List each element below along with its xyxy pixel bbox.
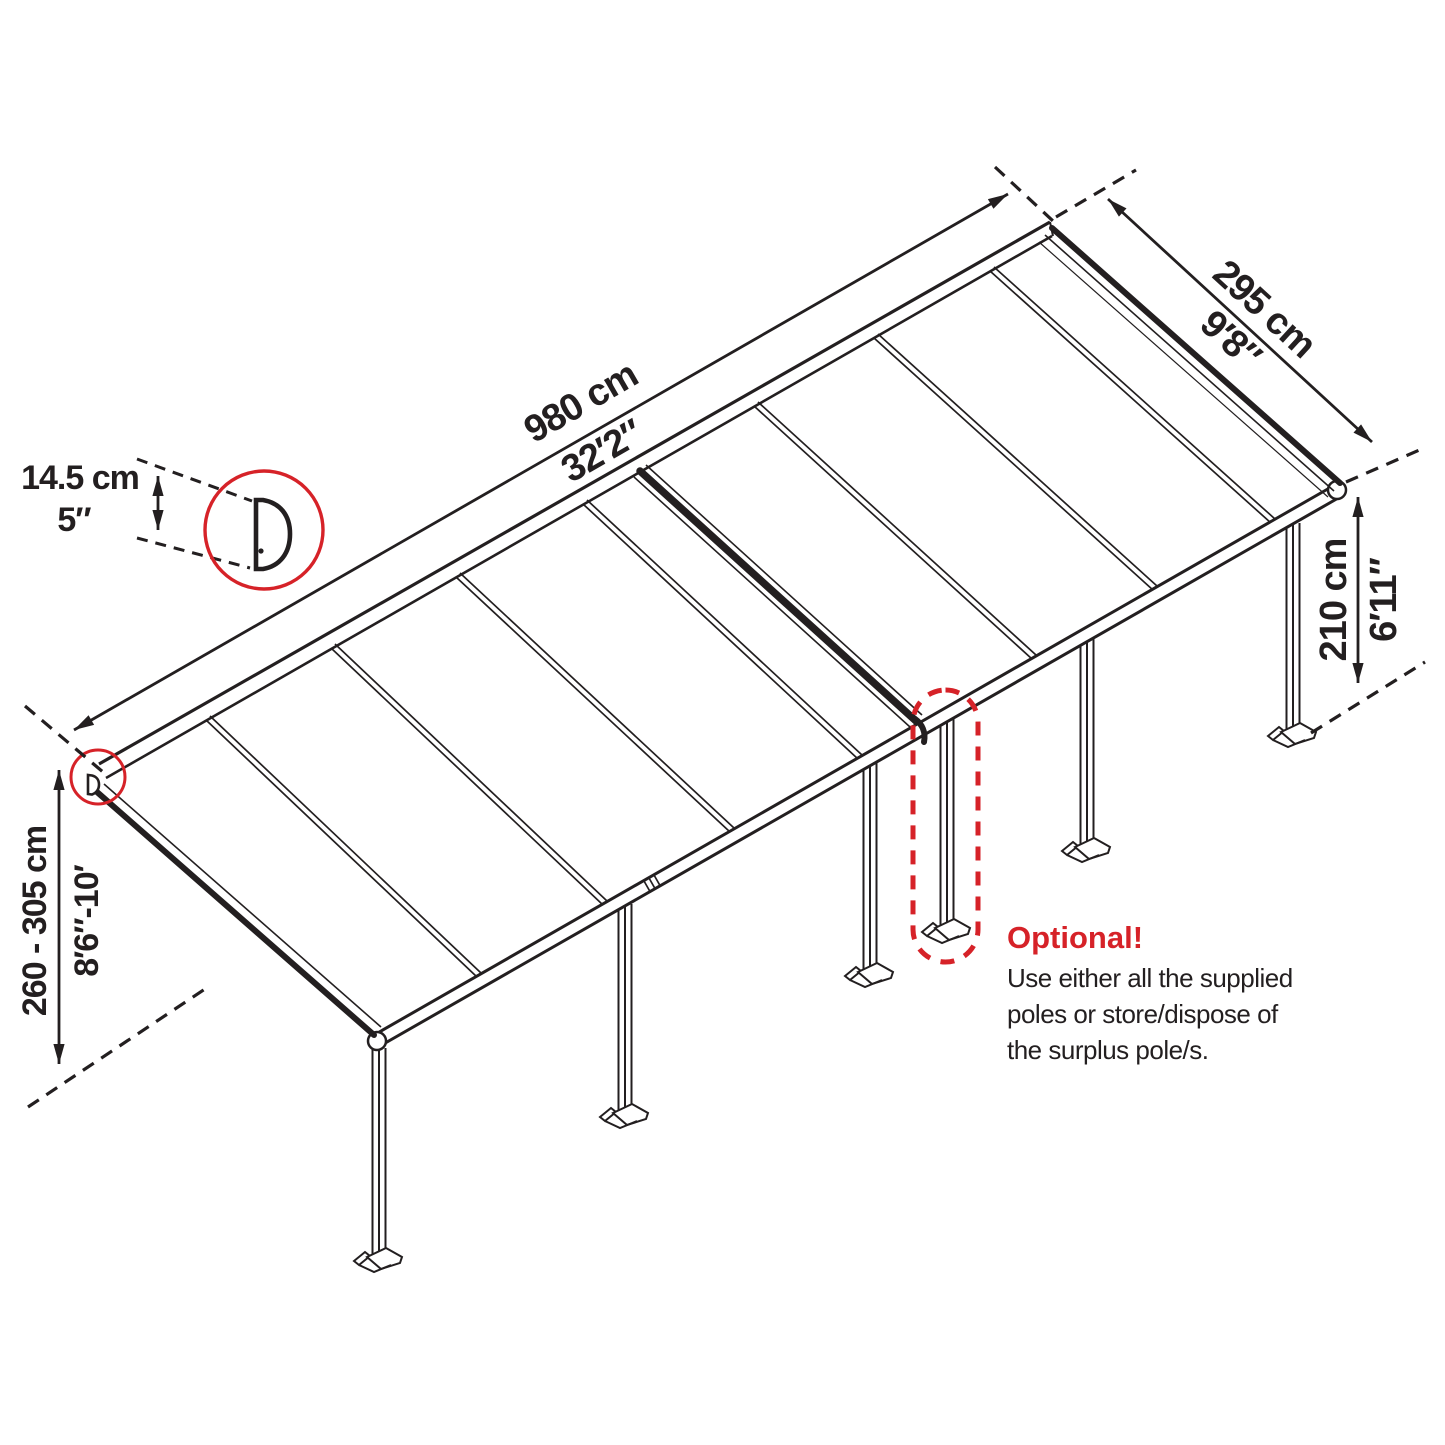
detail-projection-line-bottom	[136, 536, 251, 570]
wall-height-metric-label: 260 - 305 cm	[16, 826, 54, 1016]
wall-height-imperial-label: 8′6″-10′	[68, 864, 106, 976]
profile-screw-dot	[258, 548, 264, 554]
pole-3	[844, 762, 894, 988]
pole-4-optional	[921, 718, 971, 944]
profile-detail-callout	[69, 457, 325, 806]
profile-imperial-label: 5″	[57, 501, 91, 539]
section-joint-rafter	[633, 464, 928, 745]
corner-zoom-circle	[69, 748, 127, 806]
optional-note-line-3: the surplus pole/s.	[1007, 1035, 1209, 1065]
left-side-edge	[94, 783, 382, 1038]
optional-note-line-2: poles or store/dispose of	[1007, 999, 1279, 1029]
pole-5	[1061, 637, 1111, 863]
roof-structure	[86, 220, 1348, 1273]
dimension-arrows	[53, 192, 1373, 1064]
profile-cross-section	[253, 497, 293, 572]
front-height-imperial-label: 6′11″	[1363, 557, 1405, 641]
pole-2	[599, 903, 649, 1129]
front-gutter-beam	[366, 479, 1348, 1052]
pole-6	[1267, 522, 1317, 748]
length-dimension-arrow	[73, 192, 1009, 732]
optional-note-heading: Optional!	[1007, 920, 1143, 955]
optional-pole-highlight	[910, 687, 981, 965]
optional-note-line-1: Use either all the supplied	[1007, 963, 1293, 993]
gutter-connector-sleeve	[643, 874, 662, 893]
extension-lines	[23, 165, 1426, 1109]
front-height-metric-label: 210 cm	[1313, 539, 1355, 662]
depth-dimension-arrow	[1107, 197, 1373, 444]
optional-note: Optional! Use either all the supplied po…	[1007, 920, 1293, 1065]
corner-profile-end	[86, 773, 101, 796]
profile-metric-label: 14.5 cm	[21, 459, 139, 497]
wall-beam	[98, 220, 1054, 780]
pole-1	[353, 1047, 403, 1273]
